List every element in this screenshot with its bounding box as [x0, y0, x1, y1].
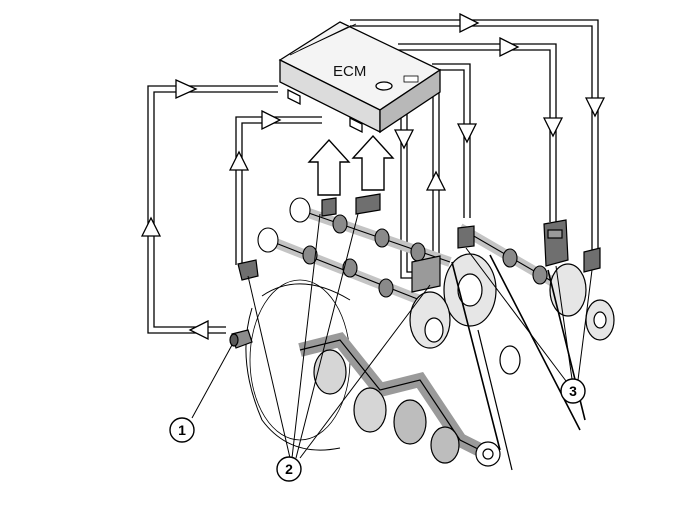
arrow-down-right	[542, 117, 564, 138]
right-sensor-c	[583, 247, 601, 273]
ecm-label: ECM	[333, 63, 366, 80]
arrow-right-inner	[261, 109, 282, 131]
block-arrows	[307, 134, 395, 196]
block-arrow-up-2	[351, 134, 395, 191]
callout-1-label: 1	[178, 422, 186, 438]
arrow-left-bottom	[188, 319, 209, 341]
arrow-down-far-right	[584, 97, 606, 118]
callout-2-label: 2	[285, 461, 293, 477]
block-arrow-up-1	[307, 138, 351, 196]
right-sensor-b	[543, 219, 569, 267]
sensors	[229, 193, 601, 349]
arrow-right-top	[459, 12, 480, 34]
signal-arrows	[140, 12, 606, 341]
inner-sensor	[411, 255, 441, 293]
callout-1: 1	[169, 417, 195, 443]
camshafts	[257, 197, 563, 305]
callout-2: 2	[276, 456, 302, 482]
callout-3: 3	[560, 378, 586, 404]
arrow-up-left	[140, 216, 162, 237]
ecm-module	[278, 21, 442, 134]
arrow-up-inner	[228, 150, 250, 171]
signal-wiring	[147, 19, 599, 334]
arrow-up-centre-right	[425, 170, 447, 191]
callout-3-label: 3	[569, 383, 577, 399]
cam-sensor-left	[237, 259, 259, 281]
crank-position-sensor	[229, 329, 253, 349]
leader-lines	[191, 213, 593, 459]
arrow-right-mid	[499, 36, 520, 58]
arrow-right-top-left	[175, 78, 198, 100]
crankshaft	[298, 332, 501, 467]
cam-sensor-upper	[321, 197, 337, 217]
arrow-down-centre	[393, 129, 415, 150]
timing-drive	[409, 253, 615, 471]
cam-sensor-centre	[355, 193, 381, 215]
right-sensor-a	[457, 225, 475, 249]
arrow-down-inner-right	[456, 123, 478, 144]
